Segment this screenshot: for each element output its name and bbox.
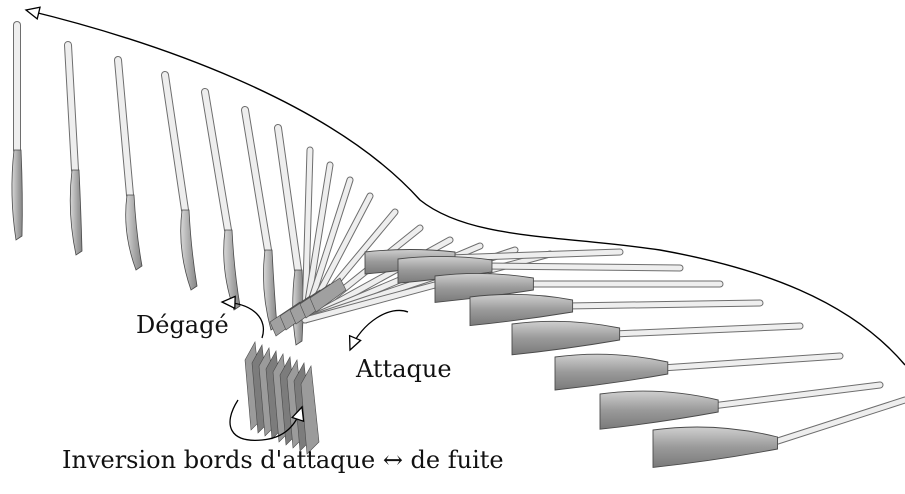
oar-1 (12, 25, 22, 240)
label-inversion: Inversion bords d'attaque ↔ de fuite (62, 446, 504, 474)
oar-22 (512, 321, 800, 355)
oar-5 (205, 92, 240, 310)
oar-positions-group (12, 25, 905, 467)
label-attaque: Attaque (355, 355, 452, 383)
oar-2 (68, 45, 82, 255)
oar-3 (118, 60, 142, 270)
oar-4 (165, 75, 197, 290)
oar-23 (555, 354, 840, 390)
oar-6 (245, 110, 277, 330)
attaque-arrow (350, 310, 408, 350)
label-degage: Dégagé (136, 311, 229, 339)
oar-21 (470, 294, 760, 325)
